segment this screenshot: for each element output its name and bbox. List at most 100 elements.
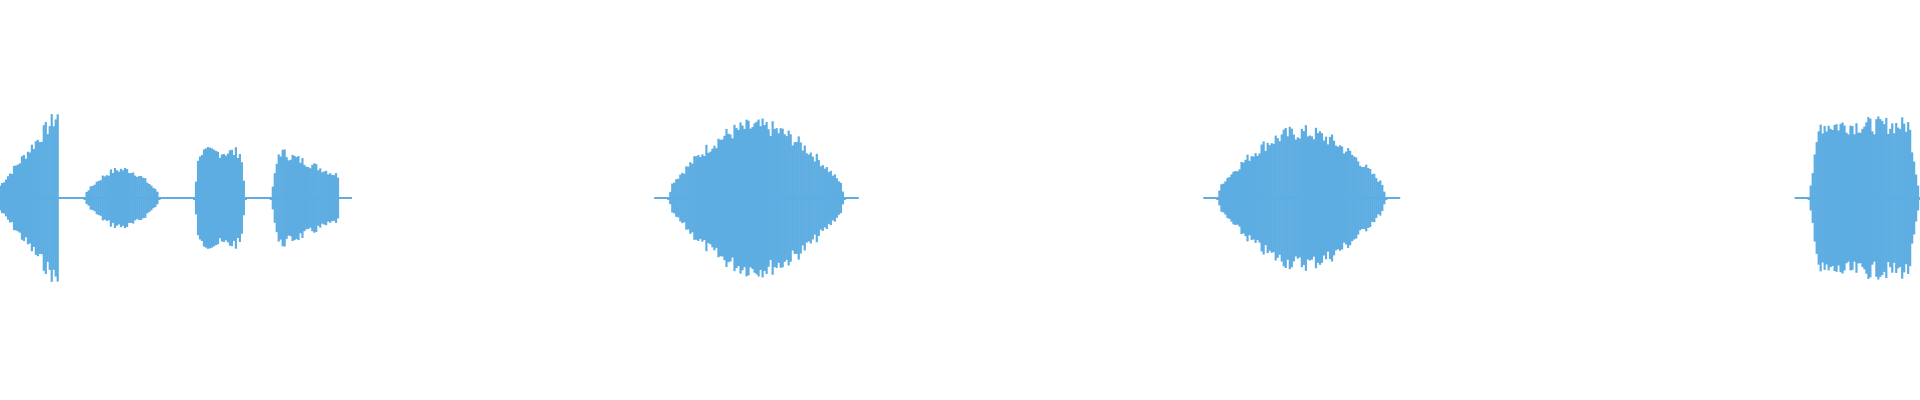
- waveform-sample: [1383, 191, 1386, 205]
- waveform-sample: [134, 175, 137, 221]
- waveform-sample: [103, 176, 106, 220]
- waveform-sample: [807, 154, 810, 242]
- waveform-sample: [1859, 132, 1862, 264]
- waveform-sample: [115, 170, 119, 226]
- waveform-sample: [1373, 173, 1376, 223]
- waveform-sample: [711, 148, 714, 248]
- waveform-sample: [142, 177, 145, 219]
- waveform-sample: [1282, 129, 1285, 267]
- waveform-sample: [26, 151, 30, 245]
- waveform-sample: [148, 183, 151, 213]
- waveform-sample: [1845, 132, 1848, 264]
- waveform-sample: [87, 190, 90, 206]
- waveform-sample: [109, 169, 112, 227]
- waveform-sample: [1379, 180, 1382, 216]
- waveform-sample: [731, 138, 734, 258]
- waveform-sample: [1318, 131, 1322, 265]
- waveform-sample: [1336, 146, 1340, 250]
- waveform-sample: [1328, 136, 1332, 260]
- waveform-sample: [232, 155, 235, 241]
- waveform-sample: [1869, 118, 1872, 278]
- waveform-segment: [1203, 125, 1401, 271]
- waveform-sample: [311, 164, 314, 232]
- waveform-sample: [1338, 145, 1342, 251]
- waveform-sample: [1381, 185, 1384, 211]
- waveform-sample: [295, 157, 298, 239]
- waveform-sample: [214, 150, 218, 246]
- waveform-sample: [192, 198, 196, 200]
- waveform-sample: [12, 165, 16, 231]
- waveform-sample: [1310, 136, 1314, 260]
- waveform-sample: [1913, 161, 1916, 235]
- waveform-sample: [1375, 178, 1378, 218]
- waveform-sample: [677, 178, 680, 218]
- waveform-sample: [1298, 138, 1301, 258]
- waveform-sample: [301, 158, 304, 238]
- waveform-sample: [749, 128, 752, 268]
- waveform-sample: [669, 191, 672, 205]
- waveform-sample: [1300, 128, 1303, 268]
- waveform-sample: [329, 173, 332, 223]
- waveform-sample: [707, 152, 710, 244]
- waveform-sample: [240, 162, 243, 234]
- waveform-sample: [226, 153, 230, 243]
- waveform-sample: [1889, 128, 1892, 268]
- waveform-sample: [327, 174, 330, 222]
- waveform-sample: [216, 151, 220, 245]
- waveform-sample: [1353, 156, 1356, 240]
- waveform-sample: [85, 192, 88, 204]
- waveform-sample: [1334, 145, 1338, 251]
- waveform-sample: [218, 157, 222, 239]
- waveform-sample: [1347, 148, 1350, 248]
- waveform-sample: [119, 168, 123, 228]
- waveform-sample: [83, 198, 86, 200]
- waveform-sample: [1377, 181, 1380, 215]
- waveform-sample: [843, 198, 846, 200]
- waveform-sample: [97, 180, 100, 216]
- waveform-sample: [1349, 150, 1352, 246]
- waveform-sample: [831, 175, 834, 221]
- waveform-sample: [93, 184, 96, 212]
- waveform-sample: [813, 161, 816, 235]
- waveform-sample: [791, 145, 794, 251]
- waveform-sample: [28, 152, 31, 244]
- waveform-sample: [739, 122, 742, 274]
- waveform-sample: [32, 148, 35, 248]
- waveform-sample: [150, 185, 153, 211]
- waveform-sample: [1230, 174, 1233, 222]
- waveform-sample: [1246, 154, 1249, 242]
- waveform-sample: [24, 158, 28, 238]
- waveform-sample: [1871, 131, 1874, 265]
- waveform-sample: [30, 144, 33, 252]
- waveform-sample: [38, 142, 41, 254]
- waveform-sample: [297, 155, 300, 241]
- waveform-sample: [334, 173, 338, 223]
- waveform-sample: [1897, 127, 1900, 269]
- waveform-sample: [1238, 169, 1241, 227]
- waveform-sample: [1835, 124, 1838, 272]
- waveform-sample: [835, 178, 838, 218]
- waveform-sample: [1827, 125, 1830, 271]
- waveform-sample: [1322, 140, 1326, 256]
- waveform-sample: [1833, 124, 1836, 272]
- waveform-sample: [123, 167, 127, 229]
- waveform-sample: [1218, 190, 1221, 206]
- waveform-sample: [717, 138, 720, 258]
- waveform-sample: [1320, 133, 1324, 263]
- waveform-sample: [101, 175, 104, 221]
- waveform-sample: [89, 186, 92, 210]
- waveform-sample: [273, 173, 276, 223]
- waveform-sample: [230, 149, 234, 247]
- waveform-sample: [111, 172, 115, 224]
- waveform-sample: [291, 154, 294, 242]
- waveform-sample: [1343, 153, 1346, 243]
- waveform-sample: [781, 128, 784, 268]
- waveform-sample: [819, 166, 822, 230]
- waveform-sample: [765, 122, 768, 274]
- waveform-sample: [319, 168, 322, 228]
- waveform-sample: [703, 155, 706, 241]
- waveform-sample: [1823, 126, 1826, 270]
- waveform-sample: [330, 174, 334, 222]
- waveform-sample: [323, 171, 326, 225]
